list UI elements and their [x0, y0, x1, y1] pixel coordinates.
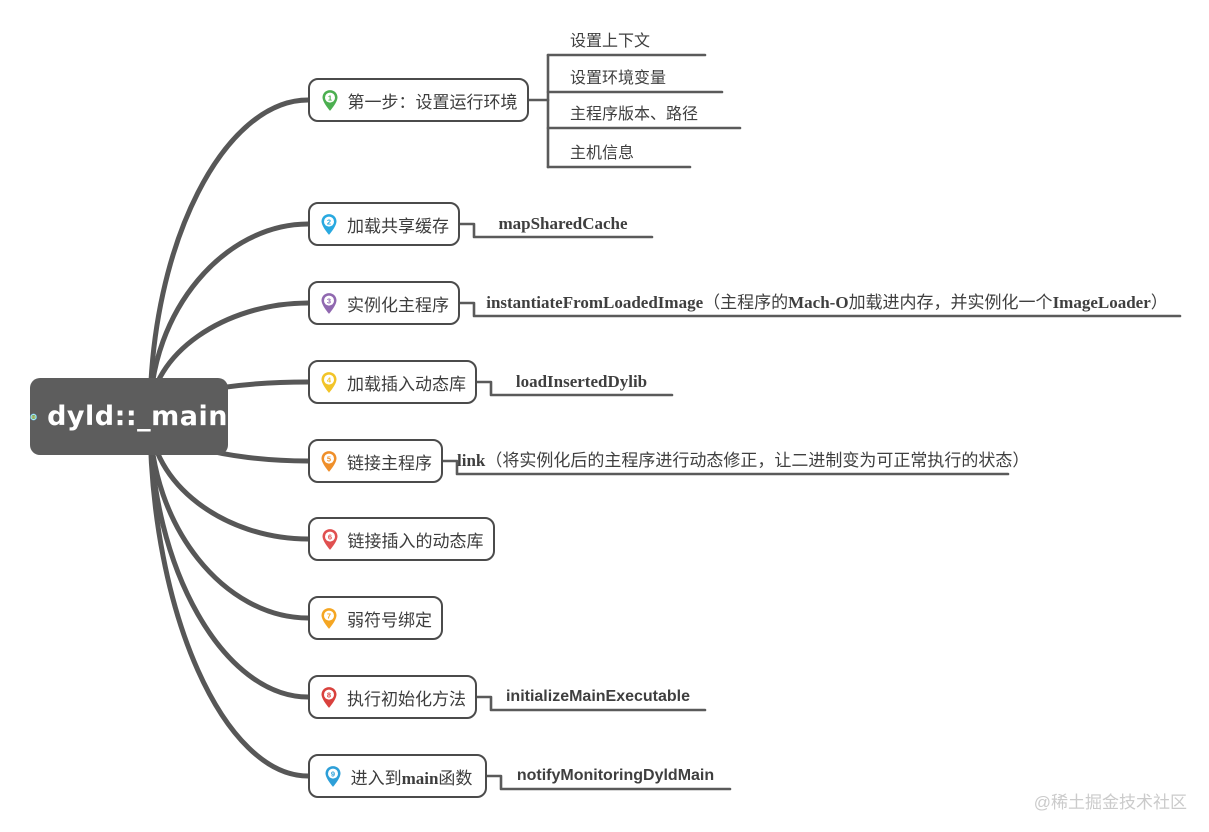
branch-label: 加载共享缓存: [347, 216, 449, 236]
pin-7-icon: 7: [321, 607, 337, 629]
svg-text:8: 8: [327, 690, 331, 699]
subtopic-initializemainexecutable[interactable]: initializeMainExecutable: [505, 688, 691, 705]
branch-node-instantiate[interactable]: 3 实例化主程序: [308, 281, 460, 325]
pin-4-icon: 4: [321, 371, 337, 393]
branch-label: 加载插入动态库: [347, 374, 466, 394]
branch-label: 实例化主程序: [347, 295, 449, 315]
branch-label: 链接主程序: [347, 453, 432, 473]
subtopic-link[interactable]: link（将实例化后的主程序进行动态修正，让二进制变为可正常执行的状态）: [457, 451, 1030, 470]
svg-text:1: 1: [327, 93, 331, 102]
child-topic-env[interactable]: 设置环境变量: [570, 70, 667, 87]
svg-text:4: 4: [327, 375, 332, 384]
subtopic-instantiatefromloadedimage[interactable]: instantiateFromLoadedImage（主程序的Mach-O加载进…: [486, 293, 1168, 312]
subtopic-notifymonitoringdyldmain[interactable]: notifyMonitoringDyldMain: [516, 767, 715, 784]
pin-1-icon: 1: [322, 89, 337, 111]
child-topic-version-path[interactable]: 主程序版本、路径: [570, 106, 699, 123]
branch-node-link-inserted-dylib[interactable]: 6 链接插入的动态库: [308, 517, 495, 561]
branch-node-shared-cache[interactable]: 2 加载共享缓存: [308, 202, 460, 246]
branch-node-run-initializers[interactable]: 8 执行初始化方法: [308, 675, 477, 719]
root-node[interactable]: dyld::_main: [30, 378, 228, 455]
pin-2-icon: 2: [321, 213, 337, 235]
subtopic-mapsharedcache[interactable]: mapSharedCache: [498, 214, 628, 233]
pin-9-icon: 9: [325, 765, 341, 787]
watermark: @稀土掘金技术社区: [1033, 793, 1187, 812]
branch-node-load-inserted-dylib[interactable]: 4 加载插入动态库: [308, 360, 477, 404]
pin-3-icon: 3: [321, 292, 337, 314]
child-topic-host-info[interactable]: 主机信息: [570, 145, 635, 162]
branch-label: 进入到main函数: [350, 768, 473, 788]
svg-text:5: 5: [327, 454, 331, 463]
pin-8-icon: 8: [321, 686, 337, 708]
branch-label: 链接插入的动态库: [347, 531, 484, 551]
svg-text:3: 3: [327, 296, 331, 305]
branch-node-enter-main[interactable]: 9 进入到main函数: [308, 754, 487, 798]
svg-text:9: 9: [330, 769, 334, 778]
root-label: dyld::_main: [47, 401, 228, 432]
target-icon: [30, 413, 37, 420]
child-topic-context[interactable]: 设置上下文: [570, 33, 651, 50]
branch-label: 弱符号绑定: [347, 610, 432, 630]
branch-label: 第一步：设置运行环境: [347, 92, 518, 112]
branch-node-step1[interactable]: 1 第一步：设置运行环境: [308, 78, 529, 122]
pin-6-icon: 6: [322, 528, 337, 550]
branch-node-weak-bind[interactable]: 7 弱符号绑定: [308, 596, 443, 640]
pin-5-icon: 5: [321, 450, 337, 472]
svg-text:7: 7: [327, 611, 331, 620]
branch-node-link-main[interactable]: 5 链接主程序: [308, 439, 443, 483]
subtopic-loadinserteddylib[interactable]: loadInsertedDylib: [515, 372, 648, 391]
branch-label: 执行初始化方法: [347, 689, 466, 709]
svg-text:2: 2: [327, 217, 331, 226]
svg-text:6: 6: [327, 532, 331, 541]
